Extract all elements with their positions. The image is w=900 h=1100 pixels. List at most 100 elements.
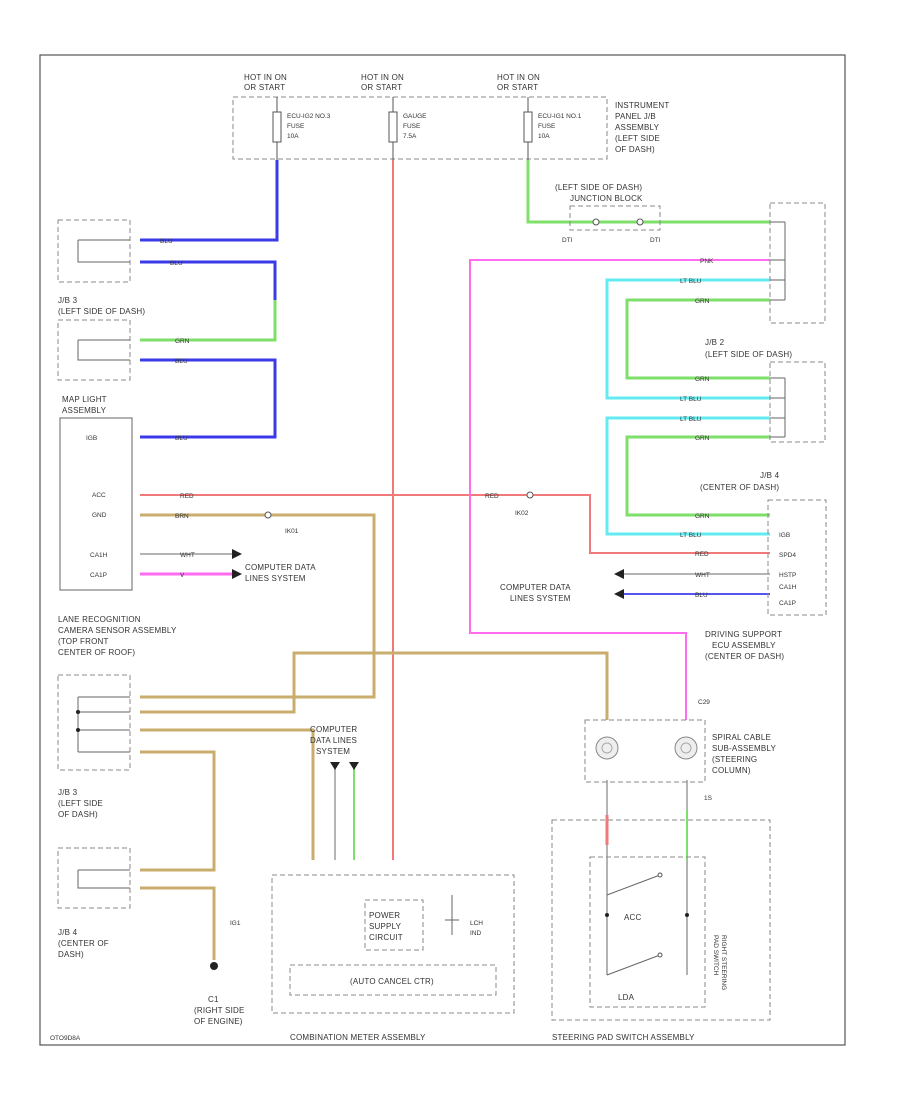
ground-l1: C1 [208, 995, 219, 1004]
jb3-left-box [57, 319, 131, 381]
map-pin-ca1h: CA1H [90, 552, 108, 559]
fuse-1-name: ECU-IG2 NO.3 [287, 113, 331, 120]
jb3-left-l2: (LEFT SIDE OF DASH) [58, 307, 145, 316]
cdl-mid: COMPUTER DATA LINES SYSTEM [310, 725, 359, 770]
wire-cyan-2 [605, 416, 770, 536]
cdl-right-l2: LINES SYSTEM [510, 594, 571, 603]
meter-cpu-label: (AUTO CANCEL CTR) [350, 977, 434, 986]
meter-cpu-box [289, 964, 497, 996]
map-pin-ca1p: CA1P [90, 572, 107, 579]
hot-label-1-l2: OR START [244, 83, 285, 92]
conn-1s: 1S [704, 795, 713, 802]
spiral-l1: SPIRAL CABLE [712, 733, 771, 742]
hot-label-1-l1: HOT IN ON [244, 73, 287, 82]
map-light-l2: ASSEMBLY [62, 406, 107, 415]
fuse-1-type: FUSE [287, 123, 305, 130]
wire-label-grn-4: GRN [695, 435, 710, 442]
jb3-lower-l3: OF DASH) [58, 810, 98, 819]
dsecu-l3: (CENTER OF DASH) [705, 652, 784, 661]
led-l2: IND [470, 930, 482, 937]
steering-sw-l2: PAD SWITCH [712, 935, 719, 976]
hot-labels: HOT IN ON OR START HOT IN ON OR START HO… [244, 73, 540, 92]
jb4-lower-l2: (CENTER OF [58, 939, 109, 948]
power-supply-circuit-box [364, 899, 424, 951]
right-steering-pad-switch-box [589, 856, 706, 1008]
ipjb-l2: PANEL J/B [615, 112, 656, 121]
psc-l1: POWER [369, 911, 400, 920]
cdl-right: COMPUTER DATA LINES SYSTEM [500, 569, 624, 603]
conn-dti-2: DTI [650, 237, 661, 244]
jb4-lower-l1: J/B 4 [58, 928, 78, 937]
jc-left-dash-box [569, 205, 661, 231]
ipjb-l5: OF DASH) [615, 145, 655, 154]
lane-camera-box [57, 674, 131, 771]
ground-l2: (RIGHT SIDE [194, 1006, 245, 1015]
footer-code: OTO9D8A [50, 1035, 81, 1042]
psc-l3: CIRCUIT [369, 933, 403, 942]
lane-camera-l3: (TOP FRONT [58, 637, 109, 646]
fuse-2-type: FUSE [403, 123, 421, 130]
jc-left-dash-l1: (LEFT SIDE OF DASH) [555, 183, 642, 192]
wire-label-red-2: RED [485, 493, 499, 500]
lane-camera-l1: LANE RECOGNITION [58, 615, 141, 624]
conn-ig1: IG1 [230, 920, 241, 927]
cdl-right-l1: COMPUTER DATA [500, 583, 571, 592]
wire-red-hstp [140, 494, 770, 554]
lda-label: LDA [618, 993, 635, 1002]
wire-label-ltblu-4: LT BLU [680, 532, 702, 539]
cdl-left-l1: COMPUTER DATA [245, 563, 316, 572]
inline-connectors: IK01 IK02 [264, 218, 644, 535]
wire-label-grn-1: GRN [175, 338, 190, 345]
combination-meter: POWER SUPPLY CIRCUIT LCH IND (AUTO CANCE… [271, 874, 515, 1042]
wire-label-blu-5: BLU [695, 592, 708, 599]
wire-color-labels: BLU BLU GRN BLU BLU RED BRN WHT RED PNK … [160, 238, 714, 599]
fuse-3-type: FUSE [538, 123, 556, 130]
jb-top-left-jumper [77, 239, 130, 263]
hot-label-3-l1: HOT IN ON [497, 73, 540, 82]
map-light-l1: MAP LIGHT [62, 395, 107, 404]
ecu-pin-ca1p: CA1P [779, 600, 796, 607]
wire-pink-acc [469, 259, 770, 720]
lane-camera: LANE RECOGNITION CAMERA SENSOR ASSEMBLY … [57, 615, 177, 771]
conn-dti-1: DTI [562, 237, 573, 244]
wire-tan-2 [140, 651, 609, 720]
jb4-right-l2: (CENTER OF DASH) [700, 483, 779, 492]
fuse-3-name: ECU-IG1 NO.1 [538, 113, 582, 120]
ipjb-label: INSTRUMENT PANEL J/B ASSEMBLY (LEFT SIDE… [615, 101, 669, 154]
steering-pad-switch: ACC LDA STEERING PAD SWITCH ASSEMBLY RIG… [551, 819, 771, 1042]
wire-label-v: V [180, 572, 185, 579]
map-pin-igb: IGB [86, 435, 97, 442]
wire-tan-gnd [140, 513, 376, 699]
spiral-coil-left-icon [595, 736, 619, 760]
wire-green-jb4 [625, 435, 770, 517]
combination-meter-box [271, 874, 515, 1014]
driving-support-ecu-box [767, 499, 827, 616]
wire-label-red-3: RED [695, 551, 709, 558]
driving-support-ecu-label: DRIVING SUPPORT ECU ASSEMBLY (CENTER OF … [705, 630, 784, 661]
steering-sw-l1: RIGHT STEERING [720, 935, 727, 990]
hot-label-3-l2: OR START [497, 83, 538, 92]
lane-camera-l2: CAMERA SENSOR ASSEMBLY [58, 626, 177, 635]
cdl-left: COMPUTER DATA LINES SYSTEM [232, 549, 316, 583]
jb2-right-l2: J/B 2 [705, 338, 725, 347]
ipjb-l1: INSTRUMENT [615, 101, 669, 110]
conn-c29: C29 [698, 699, 710, 706]
ipjb-l4: (LEFT SIDE [615, 134, 660, 143]
wire-blue-1 [140, 160, 279, 242]
steering-assy-title: STEERING PAD SWITCH ASSEMBLY [552, 1033, 695, 1042]
jb-top-left-box [57, 219, 131, 283]
wire-label-ltblu-3: LT BLU [680, 416, 702, 423]
wire-label-brn-1: BRN [175, 513, 189, 520]
conn-ik01: IK01 [285, 528, 299, 535]
fuse-2-amps: 7.5A [403, 133, 417, 140]
wire-label-grn-3: GRN [695, 376, 710, 383]
jb4-right-l1: J/B 4 [760, 471, 780, 480]
wire-label-blu-3: BLU [175, 358, 188, 365]
dsecu-l1: DRIVING SUPPORT [705, 630, 782, 639]
cdl-mid-l3: SYSTEM [316, 747, 350, 756]
wire-label-blu-2: BLU [170, 260, 183, 267]
spiral-l3: (STEERING [712, 755, 757, 764]
map-light-assembly: MAP LIGHT ASSEMBLY IGB ACC GND CA1H CA1P [59, 395, 133, 591]
wire-layer [140, 160, 770, 960]
